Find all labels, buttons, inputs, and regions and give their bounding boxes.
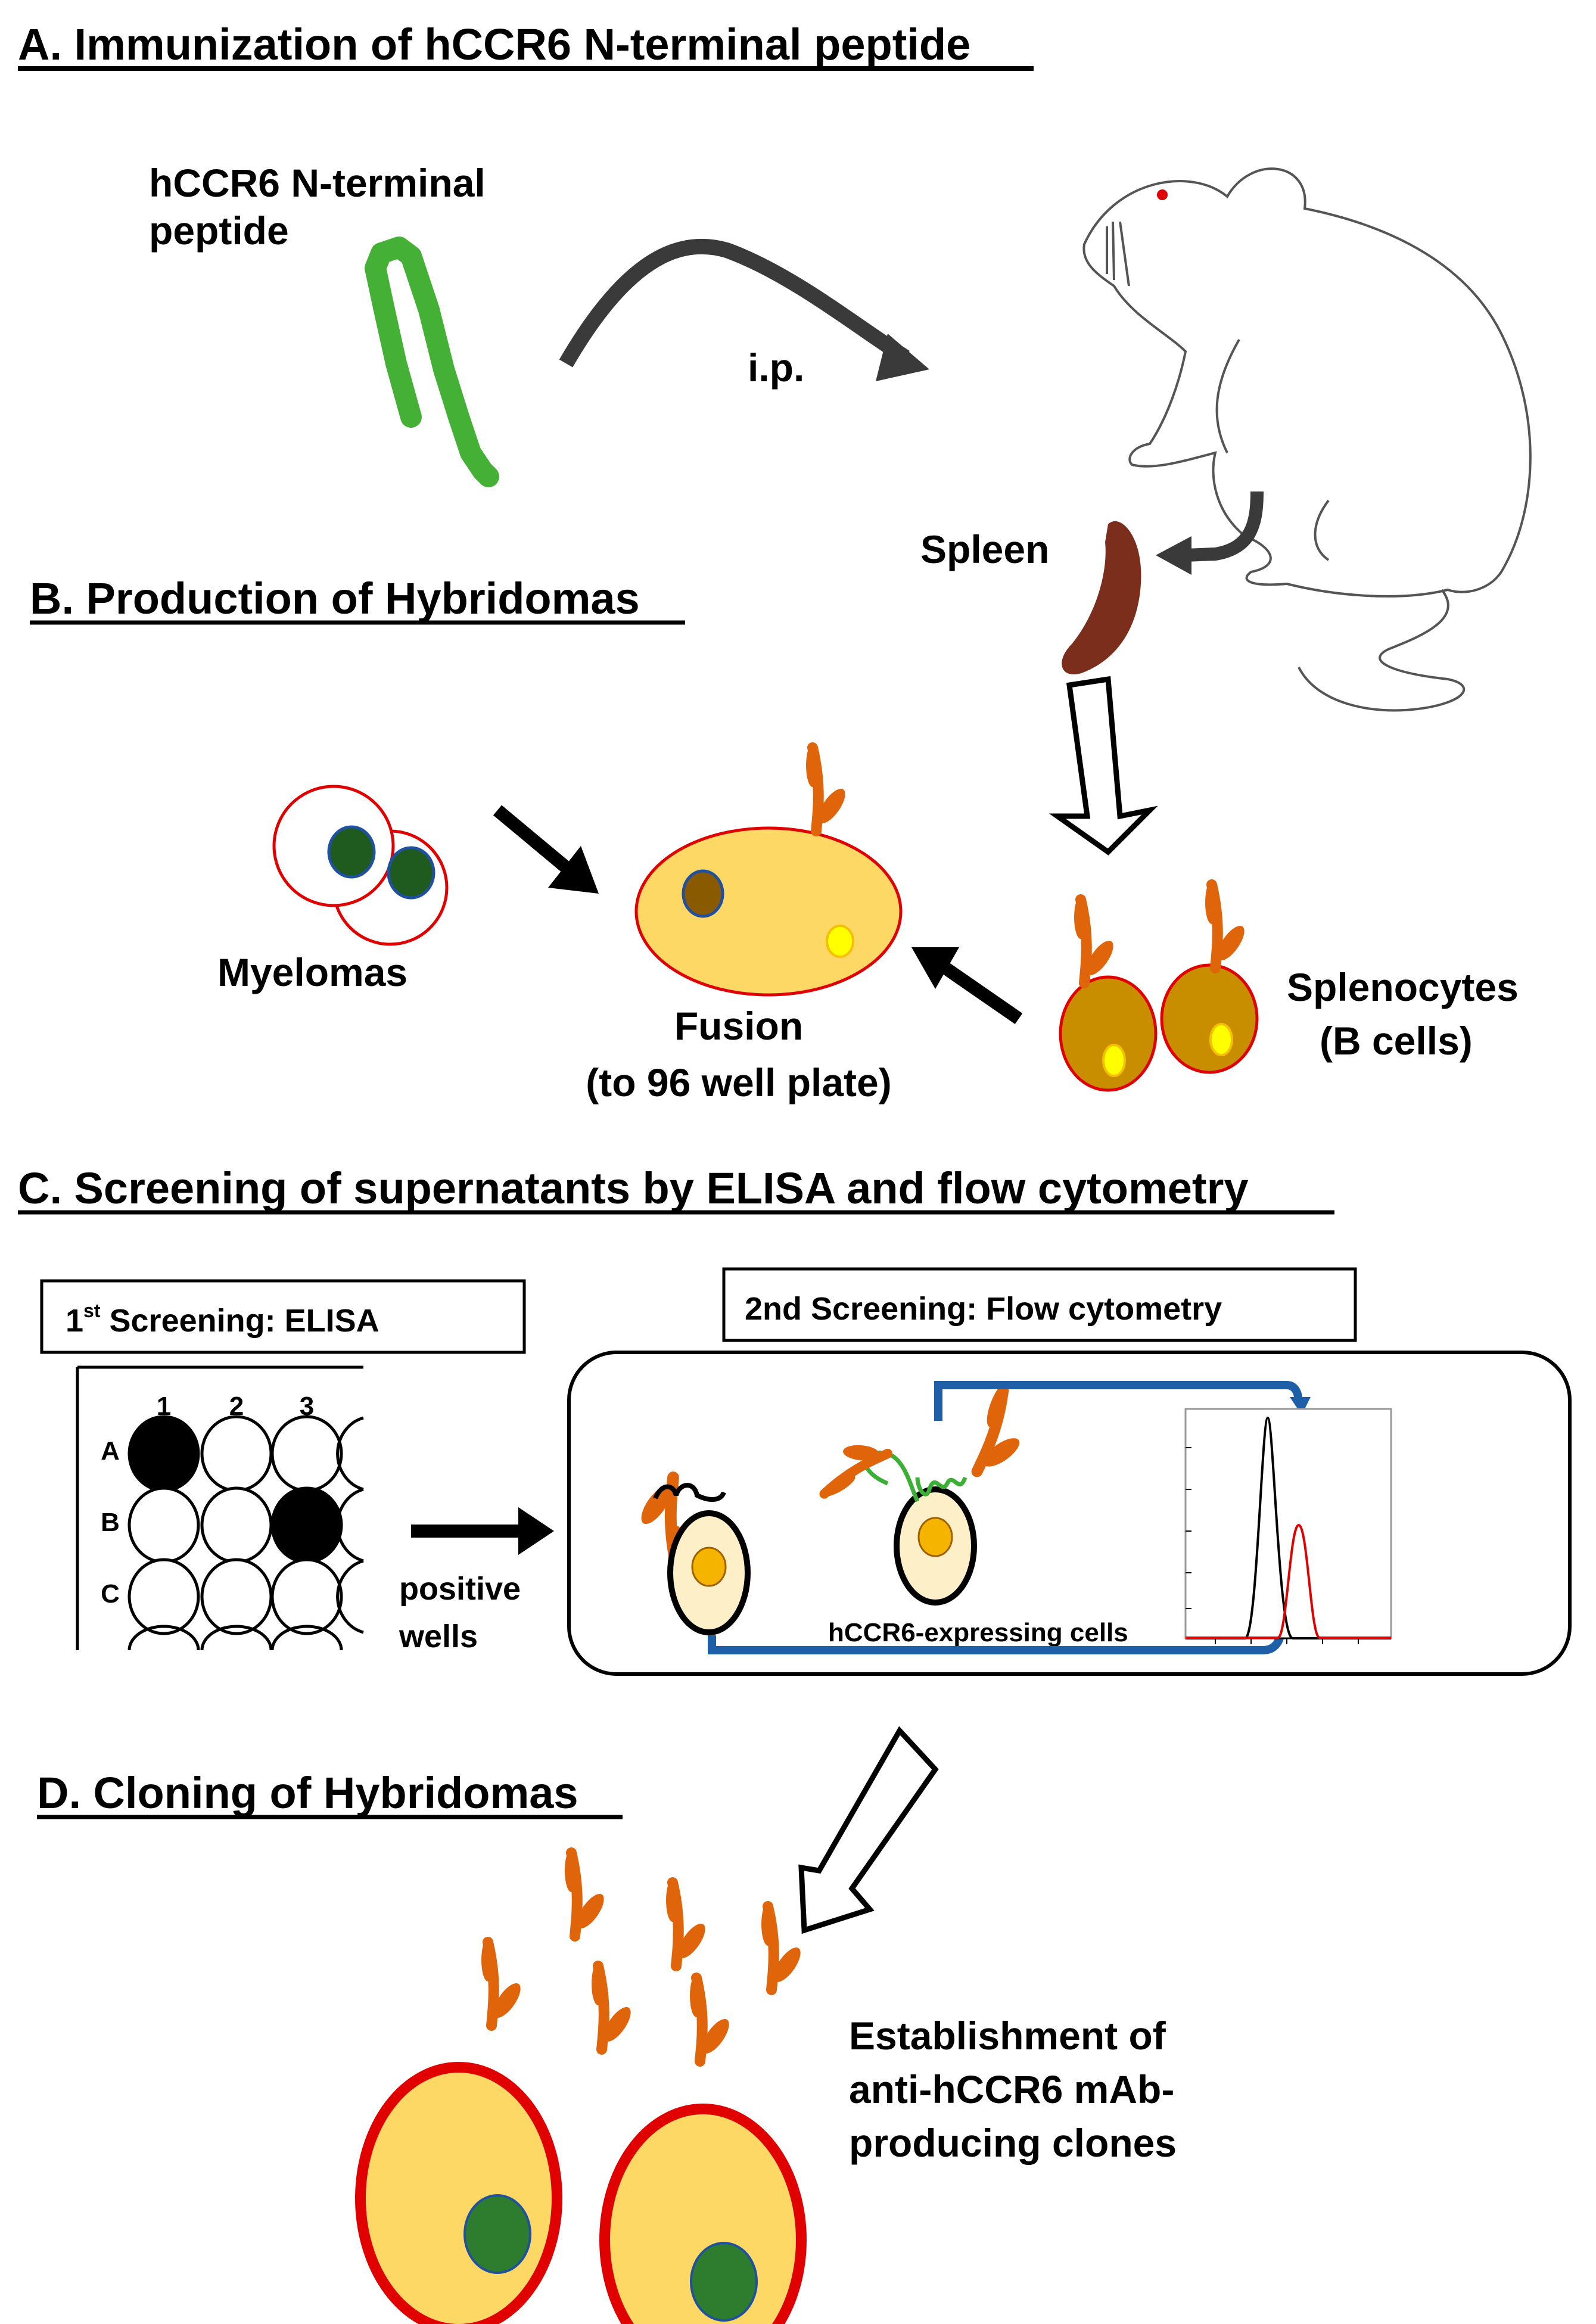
plate-arrowhead-icon <box>518 1507 554 1555</box>
clone-nucleus <box>690 2242 758 2322</box>
peptide-label-line1: hCCR6 N-terminal <box>149 161 486 205</box>
myeloma-arrowhead-icon <box>548 846 599 894</box>
well-a3 <box>270 1415 343 1492</box>
positive-wells-line2: wells <box>399 1619 478 1654</box>
second-screen-label: 2nd Screening: Flow cytometry <box>745 1291 1222 1327</box>
peptide-icon <box>365 237 499 487</box>
peptide-label-line2: peptide <box>149 209 289 253</box>
well-c2 <box>200 1558 273 1635</box>
positive-wells-line1: positive <box>399 1571 521 1607</box>
well-b2 <box>200 1486 273 1564</box>
section-d: D. Cloning of Hybridomas Establishment o… <box>37 1726 1177 2324</box>
spleen-icon <box>1062 521 1141 674</box>
elisa-plate: 1 2 3 A B C <box>76 1365 364 1651</box>
fusion-hybridoma-cell <box>634 744 903 997</box>
hccr6-cells-label: hCCR6-expressing cells <box>828 1618 1128 1647</box>
spleen-label: Spleen <box>920 527 1049 571</box>
positive-cell-icon <box>805 1382 1042 1606</box>
spleen-harvest-arrow <box>1185 491 1264 562</box>
mouse-icon <box>1082 167 1532 712</box>
myeloma-cells-icon <box>272 785 449 946</box>
antibody-icon <box>565 1849 609 1936</box>
splenocyte-arrowhead-icon <box>911 947 959 989</box>
fusion-label-line2: (to 96 well plate) <box>586 1060 891 1105</box>
ip-injection-arrow <box>559 238 910 368</box>
antibody-icon <box>806 744 850 831</box>
clone-cell <box>355 2062 562 2324</box>
splenocyte-cells-icon <box>1059 881 1259 1092</box>
section-a-title: A. Immunization of hCCR6 N-terminal pept… <box>18 20 970 69</box>
section-c: C. Screening of supernatants by ELISA an… <box>18 1163 1572 1676</box>
flow-screen-label-box <box>722 1267 1357 1342</box>
histogram-stained-curve <box>1186 1523 1391 1639</box>
antibody-icon <box>690 1974 734 2061</box>
route-label: i.p. <box>748 346 804 390</box>
hollow-down-arrow-icon <box>1049 676 1158 855</box>
splenocytes-label-line2: (B cells) <box>1320 1019 1473 1063</box>
ip-arrowhead-icon <box>876 334 929 381</box>
well-b3 <box>270 1486 343 1564</box>
mouse-eye-icon <box>1157 189 1168 200</box>
myeloma-to-fusion-arrow <box>493 805 574 875</box>
spleen-arrowhead-icon <box>1156 536 1191 575</box>
section-b-title: B. Production of Hybridomas <box>30 574 640 623</box>
plate-row-b: B <box>101 1508 120 1537</box>
plate-row-a: A <box>101 1436 120 1466</box>
well-a1 <box>127 1415 200 1492</box>
section-d-title: D. Cloning of Hybridomas <box>37 1768 578 1818</box>
antibody-icon <box>481 1939 525 2026</box>
section-b: B. Production of Hybridomas Myelomas Fus… <box>30 574 1519 1105</box>
section-c-title: C. Screening of supernatants by ELISA an… <box>18 1163 1249 1213</box>
well-c3 <box>270 1558 343 1635</box>
clone-nucleus <box>463 2194 531 2274</box>
elisa-screen-box <box>40 1279 526 1354</box>
antibody-icon <box>666 1879 710 1966</box>
well-b1 <box>127 1486 200 1564</box>
splenocytes-label-line1: Splenocytes <box>1287 965 1519 1009</box>
result-label-line3: producing clones <box>849 2121 1177 2165</box>
result-label-line2: anti-hCCR6 mAb- <box>849 2067 1174 2111</box>
histogram-control-curve <box>1186 1416 1391 1639</box>
antibody-icon <box>1205 881 1249 968</box>
myelomas-label: Myelomas <box>217 950 407 994</box>
secreted-antibodies <box>481 1849 805 2061</box>
flow-upper-arrowhead-icon <box>1290 1397 1311 1415</box>
well-c1 <box>127 1558 200 1635</box>
antibody-icon <box>592 1962 636 2049</box>
flow-cytometry-panel <box>567 1351 1572 1676</box>
well-a2 <box>200 1415 273 1492</box>
fusion-label-line1: Fusion <box>674 1004 803 1048</box>
antibody-icon <box>761 1903 805 1990</box>
antibody-icon <box>1074 896 1118 983</box>
splenocyte-to-fusion-arrow <box>937 959 1023 1025</box>
hybridoma-clone-cells <box>355 2062 807 2324</box>
first-screen-label: 1st Screening: ELISA <box>66 1300 379 1339</box>
result-label-line1: Establishment of <box>849 2014 1166 2058</box>
section-a: A. Immunization of hCCR6 N-terminal pept… <box>18 20 1532 712</box>
flow-histogram <box>1184 1408 1392 1644</box>
negative-cell-icon <box>636 1477 751 1635</box>
plate-row-c: C <box>101 1579 120 1609</box>
hollow-diagonal-arrow-icon <box>798 1726 939 1934</box>
